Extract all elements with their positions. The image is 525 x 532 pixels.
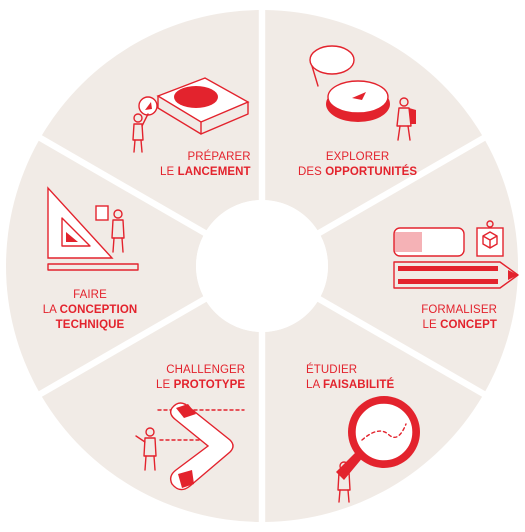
stage-label-etudier: ÉTUDIER LA FAISABILITÉ xyxy=(306,364,395,391)
pencil-eraser-icon xyxy=(393,220,519,289)
stage-label-preparer: PRÉPARER LE LANCEMENT xyxy=(160,151,251,178)
segment-preparer xyxy=(41,10,259,231)
boomerang-icon xyxy=(135,402,245,491)
launch-button-icon xyxy=(132,77,250,153)
stage-label-faire: FAIRE LA CONCEPTION TECHNIQUE xyxy=(42,289,138,331)
set-square-icon xyxy=(47,186,139,271)
stage-label-challenger: CHALLENGER LE PROTOTYPE xyxy=(156,364,246,391)
compass-icon xyxy=(309,45,416,141)
magnifier-icon xyxy=(336,396,420,503)
stage-label-formaliser: FORMALISER LE CONCEPT xyxy=(421,304,497,331)
center-hub xyxy=(196,200,328,332)
stage-label-explorer: EXPLORER DES OPPORTUNITÉS xyxy=(298,151,418,178)
